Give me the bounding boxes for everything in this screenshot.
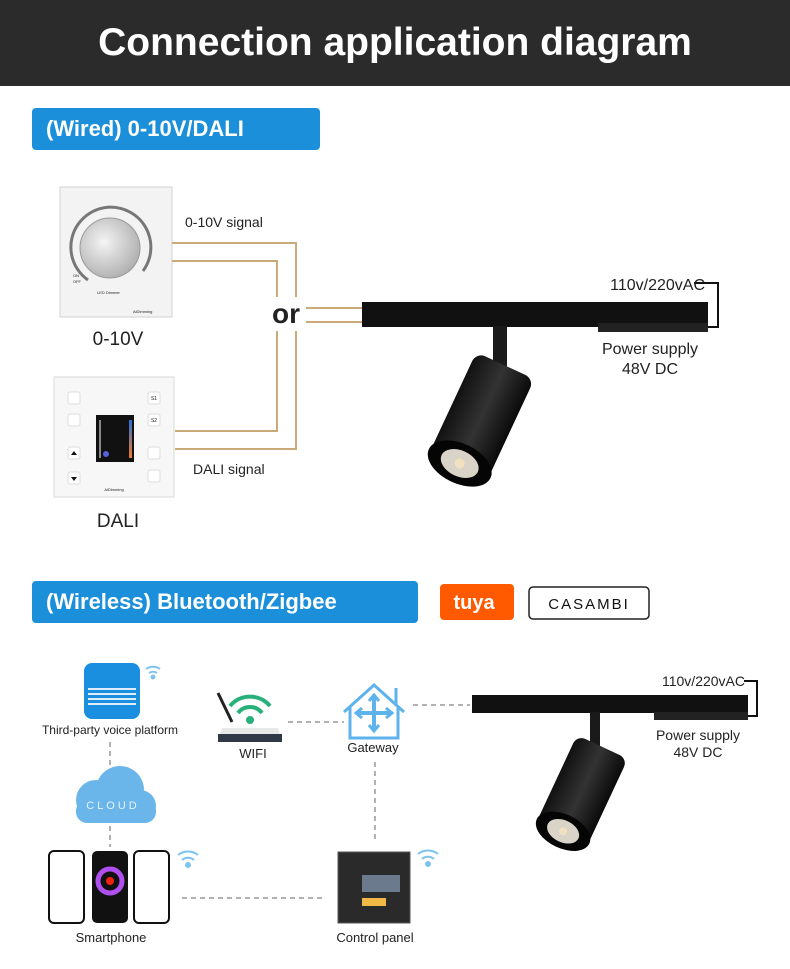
dimmer-label: 0-10V [93,329,144,350]
smartphone-label: Smartphone [76,930,147,945]
dali-panel: S1 S2 AiDimming [53,376,175,498]
dimmer-arc [69,205,153,282]
power-button-icon [67,391,81,405]
brightness-low-icon [147,446,161,460]
signal-dali-label: DALI signal [193,461,265,477]
casambi-logo: CASAMBI [528,586,650,620]
voice-platform-icon [84,663,140,719]
dali-label: DALI [97,511,139,532]
dimmer-0-10v-panel: ON OFF LED Dimmer AiDimming [59,186,173,318]
dimmer-brand: AiDimming [133,309,152,314]
wifi-router-icon [216,692,282,742]
brightness-high-icon [147,469,161,483]
ac-input-label: 110v/220vAC [662,673,745,689]
wifi-signal-icon [417,849,439,867]
wireless-section-badge: (Wireless) Bluetooth/Zigbee [32,581,418,623]
page-title: Connection application diagram [0,0,790,86]
wired-section-badge: (Wired) 0-10V/DALI [32,108,320,150]
gateway-label: Gateway [347,740,399,755]
dali-screen [96,415,134,462]
control-panel-label: Control panel [336,930,413,945]
track-light-wireless [472,680,758,851]
power-supply-label: Power supply [602,341,698,358]
control-panel-icon [337,851,411,924]
dc-output-label: 48V DC [622,361,678,378]
dc-output-label: 48V DC [673,744,722,760]
dimmer-caption: LED Dimmer [97,290,121,295]
wifi-signal-icon [177,850,199,868]
ac-input-label: 110v/220vAC [610,277,705,294]
track-rail [362,302,708,327]
dimmer-knob [79,217,141,279]
dimmer-off-text: OFF [73,279,82,284]
wifi-signal-icons [145,665,439,868]
or-label: or [272,298,300,329]
signal-wires [172,242,364,450]
svg-text:tuya: tuya [453,592,495,614]
tuya-logo: tuya [440,584,514,620]
cloud-label: CLOUD [86,800,140,812]
svg-text:CASAMBI: CASAMBI [548,596,630,613]
power-supply-box [654,712,748,720]
signal-010v-label: 0-10V signal [185,214,263,230]
track-rail [472,695,748,713]
track-light-wired [362,282,719,487]
timer-button-icon [67,413,81,427]
dimmer-on-text: ON [73,273,79,278]
spotlight [427,355,532,487]
cloud-icon [76,766,156,823]
dali-brand: AiDimming [104,487,123,492]
s1-button: S1 [151,396,157,402]
voice-platform-label: Third-party voice platform [42,723,178,737]
power-supply-box [598,323,708,332]
smartphones-icon [48,850,170,924]
connection-dashes [109,704,470,899]
s2-button: S2 [151,418,157,424]
wifi-label: WIFI [239,746,266,761]
power-supply-label: Power supply [656,727,740,743]
wifi-signal-icon [145,665,161,680]
gateway-icon [342,682,406,740]
spotlight [535,738,625,851]
